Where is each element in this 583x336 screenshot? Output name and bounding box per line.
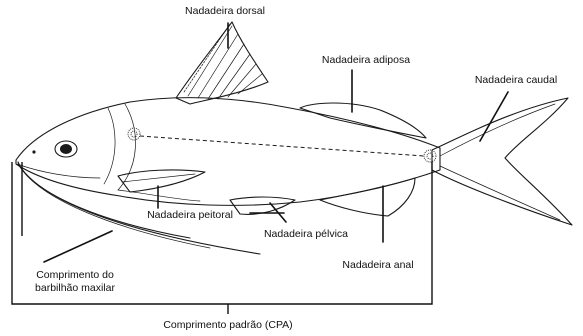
adipose-fin [300,103,426,138]
label-adiposa: Nadadeira adiposa [322,54,410,66]
dorsal-fin [176,22,268,104]
label-peitoral: Nadadeira peitoral [147,209,233,221]
label-cpa: Comprimento padrão (CPA) [163,319,292,331]
lateral-dashed-line [140,136,424,156]
label-pelvica: Nadadeira pélvica [264,228,348,240]
label-caudal: Nadadeira caudal [475,74,557,86]
caudal-fin [432,98,572,225]
label-barbilhao-1: Comprimento do [36,269,114,281]
label-anal: Nadadeira anal [342,259,413,271]
leader-barbilhao [44,231,112,262]
label-barbilhao-2: barbilhão maxilar [35,282,115,294]
anal-fin [320,178,415,216]
label-dorsal: Nadadeira dorsal [185,5,265,17]
maxillary-barbel [18,162,190,238]
fish-body [16,98,440,206]
leader-caudal [480,92,508,141]
